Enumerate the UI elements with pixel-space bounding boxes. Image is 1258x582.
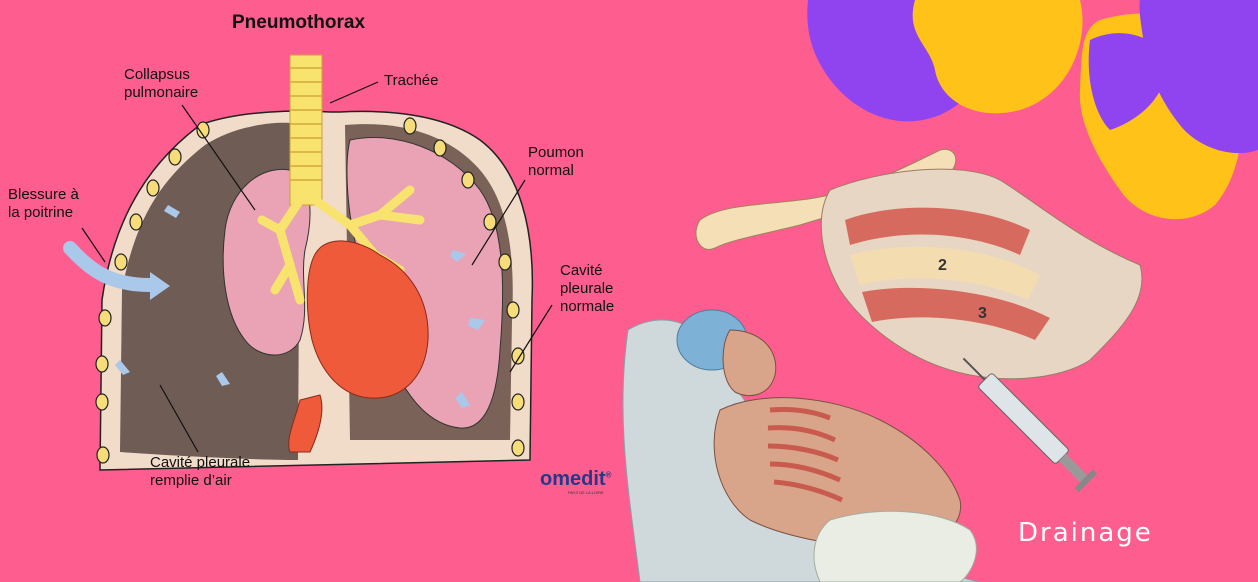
rib-number-2: 2 xyxy=(938,257,947,274)
label-collapsed-lung: Collapsus pulmonaire xyxy=(124,66,198,102)
patient-face xyxy=(723,330,776,396)
label-normal-pleural-cavity: Cavité pleurale normale xyxy=(560,262,614,316)
label-line: Cavité xyxy=(560,262,614,280)
label-trachea: Trachée xyxy=(384,72,438,90)
omedit-logo: omedit® PAYS DE LA LOIRE xyxy=(540,468,611,491)
diagram-title: Pneumothorax xyxy=(232,12,365,34)
label-line: la poitrine xyxy=(8,204,79,222)
label-line: normal xyxy=(528,162,584,180)
label-air-filled-cavity: Cavité pleurale remplie d’air xyxy=(150,454,250,490)
label-line: pulmonaire xyxy=(124,84,198,102)
label-chest-wound: Blessure à la poitrine xyxy=(8,186,79,222)
logo-tagline: PAYS DE LA LOIRE xyxy=(568,490,604,495)
label-line: Blessure à xyxy=(8,186,79,204)
patient-drape xyxy=(814,511,976,582)
label-line: remplie d’air xyxy=(150,472,250,490)
rib-number-3: 3 xyxy=(978,305,987,322)
label-line: normale xyxy=(560,298,614,316)
label-line: Cavité pleurale xyxy=(150,454,250,472)
label-normal-lung: Poumon normal xyxy=(528,144,584,180)
logo-text: omedit xyxy=(540,468,606,490)
drainage-caption: Drainage xyxy=(1018,518,1153,548)
label-line: pleurale xyxy=(560,280,614,298)
label-line: Poumon xyxy=(528,144,584,162)
registered-mark: ® xyxy=(606,470,612,479)
label-line: Collapsus xyxy=(124,66,198,84)
